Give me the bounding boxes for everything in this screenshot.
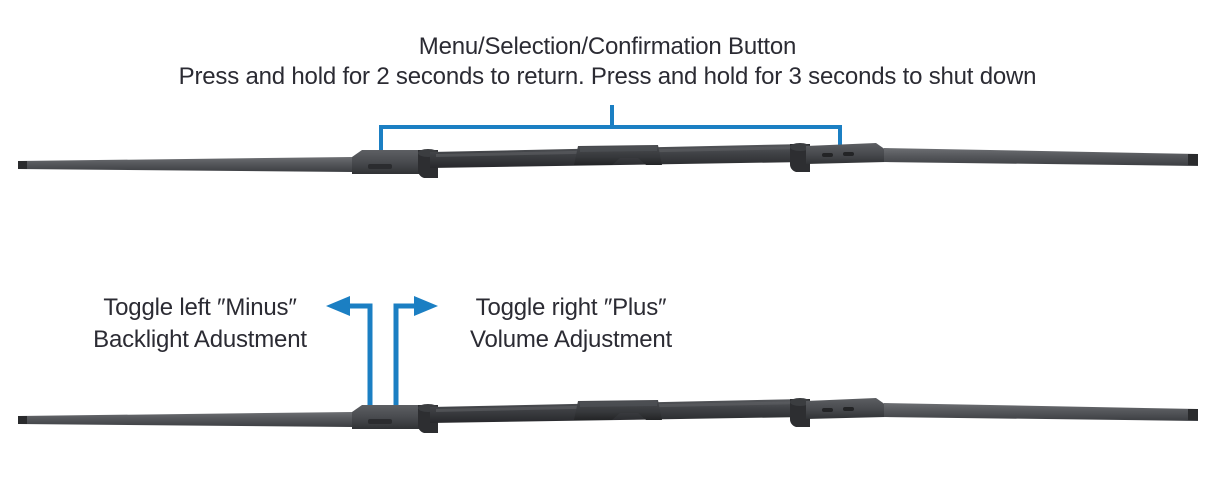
hinge-right [789, 144, 810, 172]
left-rail-endcap [18, 416, 27, 424]
left-housing [352, 150, 420, 174]
arrow-left-head [326, 296, 350, 316]
toggle-right-label: Toggle right ″Plus″ Volume Adjustment [450, 292, 692, 356]
right-rail [884, 148, 1198, 166]
right-bracket-button-b [843, 152, 854, 156]
right-bracket-button-b [843, 407, 854, 411]
arrow-right-head [414, 296, 438, 316]
hinge-right-cap [790, 143, 810, 151]
left-rail-endcap [18, 161, 27, 169]
top-callout-caption: Menu/Selection/Confirmation Button Press… [0, 32, 1215, 92]
toggle-right-line2: Volume Adjustment [469, 326, 673, 353]
soundbar-top-view [0, 128, 1215, 198]
hinge-right [789, 399, 810, 427]
right-rail [884, 403, 1198, 421]
soundbar-bottom-view [0, 383, 1215, 453]
toggle-right-line1: Toggle right ″Plus″ [475, 294, 667, 321]
toggle-left-line2: Backlight Adustment [93, 326, 307, 353]
right-bracket-button-a [822, 153, 833, 157]
menu-button-description: Press and hold for 2 seconds to return. … [178, 63, 1037, 90]
toggle-left-line1: Toggle left ″Minus″ [103, 294, 297, 321]
left-rail [18, 412, 352, 427]
left-housing-button-slot [368, 419, 392, 424]
right-bracket-button-a [822, 408, 833, 412]
left-rail [18, 157, 352, 172]
right-rail-endcap [1188, 409, 1198, 420]
center-hump-top [580, 401, 657, 407]
right-rail-endcap [1188, 154, 1198, 165]
menu-button-title: Menu/Selection/Confirmation Button [418, 33, 797, 60]
left-housing-button-slot [368, 164, 392, 169]
toggle-left-label: Toggle left ″Minus″ Backlight Adustment [76, 292, 324, 356]
left-housing [352, 405, 420, 429]
center-hump-top [580, 146, 657, 152]
hinge-right-cap [790, 398, 810, 406]
